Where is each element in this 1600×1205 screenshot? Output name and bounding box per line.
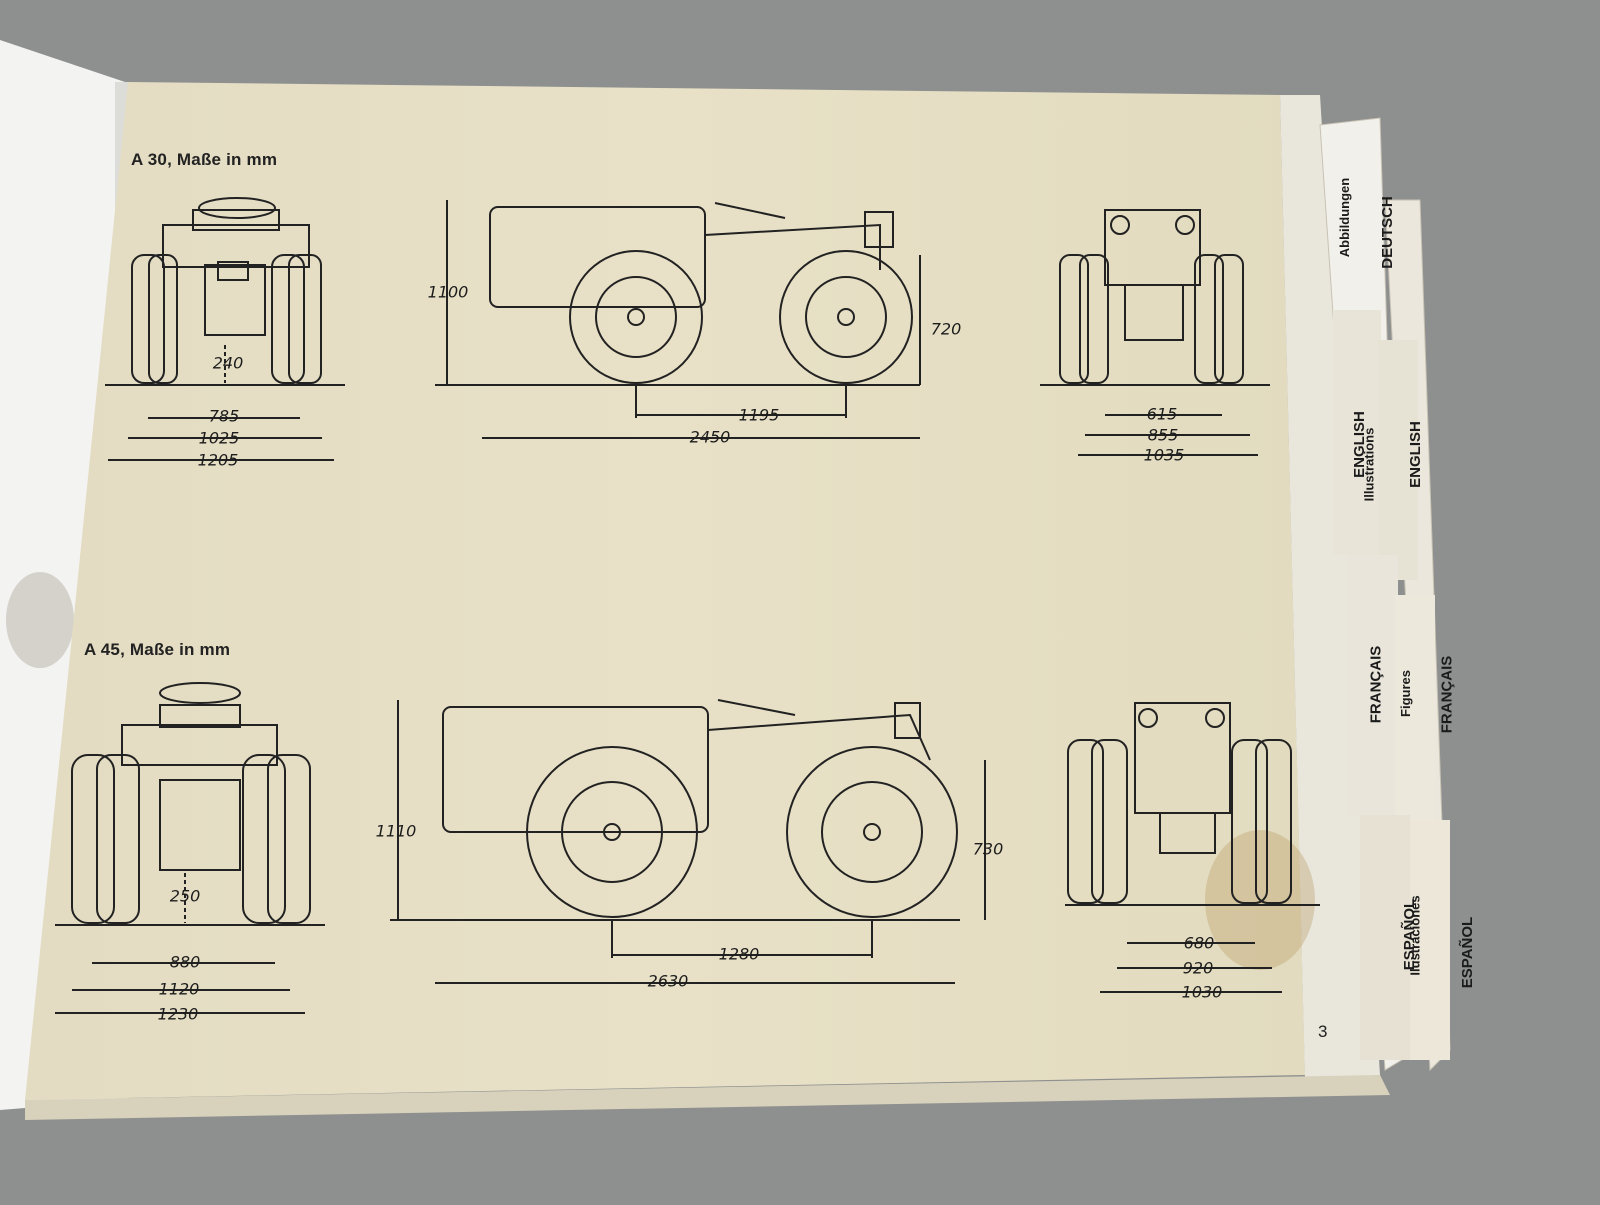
a30-front-width-label: 1035 xyxy=(1143,445,1185,465)
a30-rear-width-label: 1025 xyxy=(198,428,240,448)
a45-wheelbase-label: 1280 xyxy=(718,944,760,964)
a30-ground-clearance-label: 240 xyxy=(212,353,244,373)
a30-side-view xyxy=(435,200,921,439)
tab-english-b[interactable]: ENGLISH xyxy=(1406,421,1424,488)
a45-front-width-label: 680 xyxy=(1183,933,1215,953)
tab-deutsch-sub[interactable]: Abbildungen xyxy=(1337,177,1353,258)
a45-ground-clearance-label: 250 xyxy=(169,886,201,906)
a30-rear-width-label: 1205 xyxy=(197,450,239,470)
a30-height-label: 1100 xyxy=(427,282,469,302)
a45-rear-width-label: 1230 xyxy=(157,1004,199,1024)
right-page xyxy=(25,82,1305,1100)
tab-francais-sub[interactable]: Figures xyxy=(1397,670,1413,717)
page-number: 3 xyxy=(1318,1022,1328,1041)
tab-espanol-b[interactable]: ESPAÑOL xyxy=(1459,916,1477,989)
tab-deutsch[interactable]: DEUTSCH xyxy=(1378,196,1396,269)
a45-front-width-label: 1030 xyxy=(1181,982,1223,1002)
a45-height-label: 1110 xyxy=(375,821,417,841)
a45-side-view xyxy=(390,699,986,984)
a30-rear-width-label: 785 xyxy=(208,406,240,426)
a30-rear-view xyxy=(105,197,345,461)
a45-rear-width-label: 1120 xyxy=(158,979,200,999)
tab-francais-a[interactable]: FRANÇAIS xyxy=(1367,645,1385,724)
a45-rear-width-label: 880 xyxy=(169,952,201,972)
a30-axle-height-label: 720 xyxy=(930,319,962,339)
a45-front-view xyxy=(1065,702,1320,993)
a30-length-label: 2450 xyxy=(689,427,731,447)
tab-english-sub[interactable]: Illustrations xyxy=(1361,427,1377,502)
a30-front-view xyxy=(1040,209,1270,456)
a30-wheelbase-label: 1195 xyxy=(738,405,780,425)
a30-front-width-label: 615 xyxy=(1146,404,1178,424)
a45-front-width-label: 920 xyxy=(1182,958,1214,978)
tab-espanol-sub[interactable]: Ilustraciones xyxy=(1407,895,1423,976)
smudge xyxy=(6,572,74,668)
a45-axle-height-label: 730 xyxy=(972,839,1004,859)
a45-length-label: 2630 xyxy=(647,971,689,991)
a30-front-width-label: 855 xyxy=(1147,425,1179,445)
a45-rear-view xyxy=(55,682,325,1014)
a45-title: A 45, Maße in mm xyxy=(84,640,231,659)
tab-francais-b[interactable]: FRANÇAIS xyxy=(1438,655,1456,734)
a30-title: A 30, Maße in mm xyxy=(131,150,278,169)
